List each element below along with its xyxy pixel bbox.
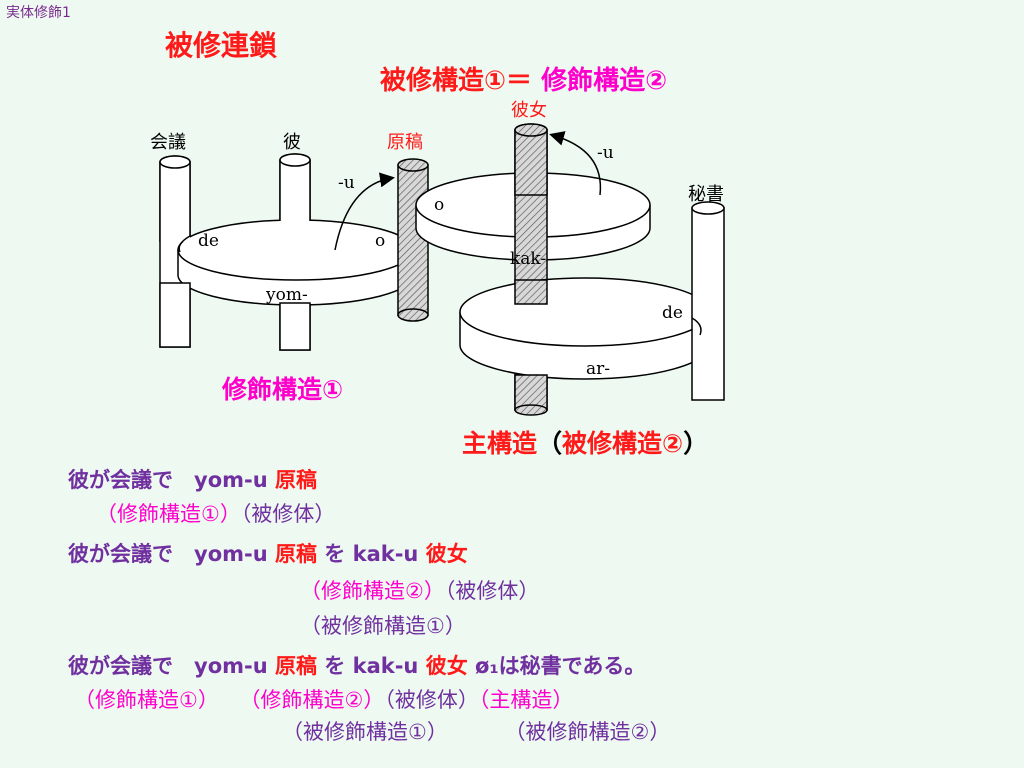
sentence-1-text: 彼が会議で yom-u: [68, 468, 268, 492]
note-3a: （修飾構造①）: [74, 688, 219, 712]
label-main-structure: 主構造（被修構造②）: [462, 424, 708, 460]
label-modifier-structure-1: 修飾構造①: [222, 375, 344, 404]
disk-ar: [459, 277, 711, 380]
equation-heading: 被修構造①＝ 修飾構造②: [380, 60, 667, 97]
note-3e: （被修飾構造①）: [282, 720, 448, 744]
disk-label-yom: yom-: [265, 285, 308, 305]
sentence-3-noun2: 彼女: [425, 654, 468, 678]
sentence-2-noun2: 彼女: [425, 542, 468, 566]
pole-genkou: [397, 158, 429, 322]
disk-label-de-left: de: [198, 231, 219, 251]
sentence-2-notes-a: （修飾構造②）（被修体）: [300, 575, 539, 605]
equation-left: 被修構造①: [380, 66, 507, 96]
main-structure-inner: 被修構造②: [562, 429, 684, 458]
sentence-1-noun: 原稿: [274, 468, 317, 492]
sentence-3-particle: を kak-u: [324, 654, 419, 678]
note-3d: （主構造）: [478, 688, 574, 712]
sentence-2-notes-b: （被修飾構造①）: [300, 610, 466, 640]
pole-label-hisho: 秘書: [688, 184, 724, 205]
disk-label-o-left: o: [375, 231, 385, 251]
sentence-3-notes-a: （修飾構造①） （修飾構造②）（被修体）（主構造）: [74, 684, 573, 714]
equation-right: 修飾構造②: [541, 66, 668, 96]
sentence-3: 彼が会議で yom-u 原稿 を kak-u 彼女 ø₁は秘書である。: [68, 650, 645, 680]
disk-label-u-right: -u: [597, 143, 614, 163]
sentence-1-notes: （修飾構造①）（被修体）: [96, 498, 335, 528]
pole-label-kare: 彼: [283, 132, 301, 153]
sentence-3-text: 彼が会議で yom-u: [68, 654, 268, 678]
equation-sign: ＝: [506, 66, 533, 96]
disk-label-u-left: -u: [338, 173, 355, 193]
pole-label-genkou: 原稿: [387, 132, 423, 153]
sentence-3-noun1: 原稿: [274, 654, 317, 678]
main-paren-open: （: [537, 429, 563, 458]
corner-label: 実体修飾1: [6, 5, 71, 21]
note-2c: （被修飾構造①）: [300, 614, 466, 638]
main-paren-close: ）: [683, 429, 709, 458]
main-structure-text: 主構造: [462, 429, 538, 458]
disk-label-ar: ar-: [586, 359, 610, 379]
sentence-2-noun1: 原稿: [274, 542, 317, 566]
disk-label-de-right: de: [662, 303, 683, 323]
pole-label-kanojo: 彼女: [511, 100, 547, 121]
sentence-1: 彼が会議で yom-u 原稿: [68, 464, 317, 494]
page-title: 被修連鎖: [165, 29, 278, 62]
note-1b: （被修体）: [240, 502, 336, 526]
note-2b: （被修体）: [444, 579, 540, 603]
sentence-3-notes-b: （被修飾構造①） （被修飾構造②）: [282, 716, 670, 746]
sentence-2-particle: を kak-u: [324, 542, 419, 566]
pole-label-kaigi: 会議: [150, 132, 186, 153]
note-3b: （修飾構造②）: [239, 688, 385, 712]
sentence-2-text: 彼が会議で yom-u: [68, 542, 268, 566]
note-3c: （被修体）: [384, 688, 479, 712]
note-1a: （修飾構造①）: [96, 502, 241, 526]
note-2a: （修飾構造②）: [300, 579, 445, 603]
note-3f: （被修飾構造②）: [504, 720, 671, 744]
sentence-2: 彼が会議で yom-u 原稿 を kak-u 彼女: [68, 538, 468, 568]
disk-label-o-mid: o: [434, 195, 444, 215]
disk-label-kak: kak-: [510, 249, 546, 269]
pole-hisho: [691, 201, 725, 401]
sentence-3-tail: ø₁は秘書である。: [475, 654, 646, 678]
